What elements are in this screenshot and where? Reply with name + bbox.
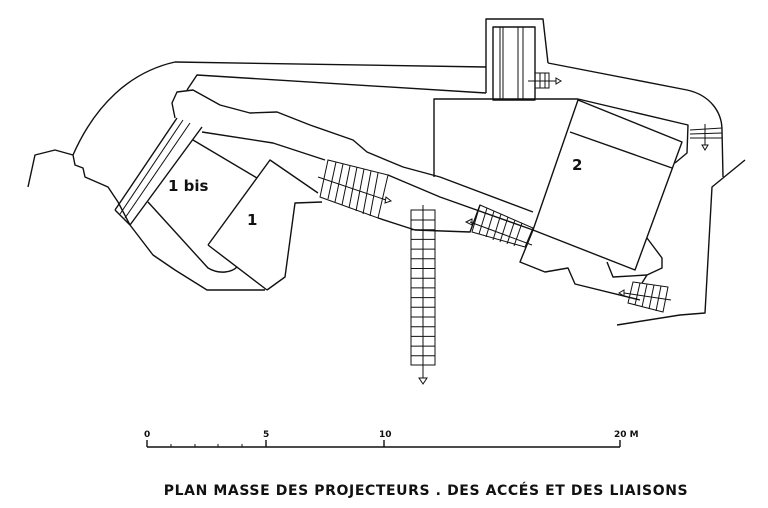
scale-tick-5: 5 xyxy=(263,430,269,440)
arrow-down-icon xyxy=(701,144,709,151)
arrow-left-icon xyxy=(618,289,625,297)
label-emplacement-1bis: 1 bis xyxy=(168,177,209,195)
cliff-edge-left xyxy=(27,149,131,226)
scale-tick-0: 0 xyxy=(144,430,150,440)
tower-outer xyxy=(485,18,549,93)
tower-stair xyxy=(528,72,562,89)
scale-tick-10: 10 xyxy=(379,430,392,440)
label-emplacement-2: 2 xyxy=(572,156,582,174)
label-emplacement-1: 1 xyxy=(247,211,257,229)
lower-right-stair xyxy=(618,281,672,313)
outer-wall-arc xyxy=(72,61,487,156)
cliff-edge-right xyxy=(616,159,746,326)
emplacement-2 xyxy=(532,99,683,271)
emplacement-1bis-strip xyxy=(114,117,203,226)
arrow-right-icon xyxy=(555,77,562,85)
arrow-left-icon xyxy=(464,218,473,226)
causeway-lower xyxy=(377,204,481,233)
scale-tick-20: 20 M xyxy=(614,430,639,440)
vertical-stair xyxy=(410,205,436,385)
inner-wall-top xyxy=(186,74,487,94)
arrow-down-icon xyxy=(418,377,428,385)
drawing-title: PLAN MASSE DES PROJECTEURS . DES ACCÉS E… xyxy=(164,482,688,499)
tower-inner xyxy=(492,26,536,101)
scale-bar: 0 5 10 20 M xyxy=(144,430,639,448)
arrow-right-icon xyxy=(384,196,393,204)
right-stair xyxy=(689,124,723,151)
rock-outline xyxy=(171,89,534,213)
emplacement-1 xyxy=(207,159,319,246)
outer-wall-right xyxy=(547,62,724,178)
building-frame xyxy=(433,98,578,177)
central-stair xyxy=(317,159,393,219)
causeway-upper xyxy=(201,131,326,161)
building-2-stair xyxy=(464,204,534,248)
